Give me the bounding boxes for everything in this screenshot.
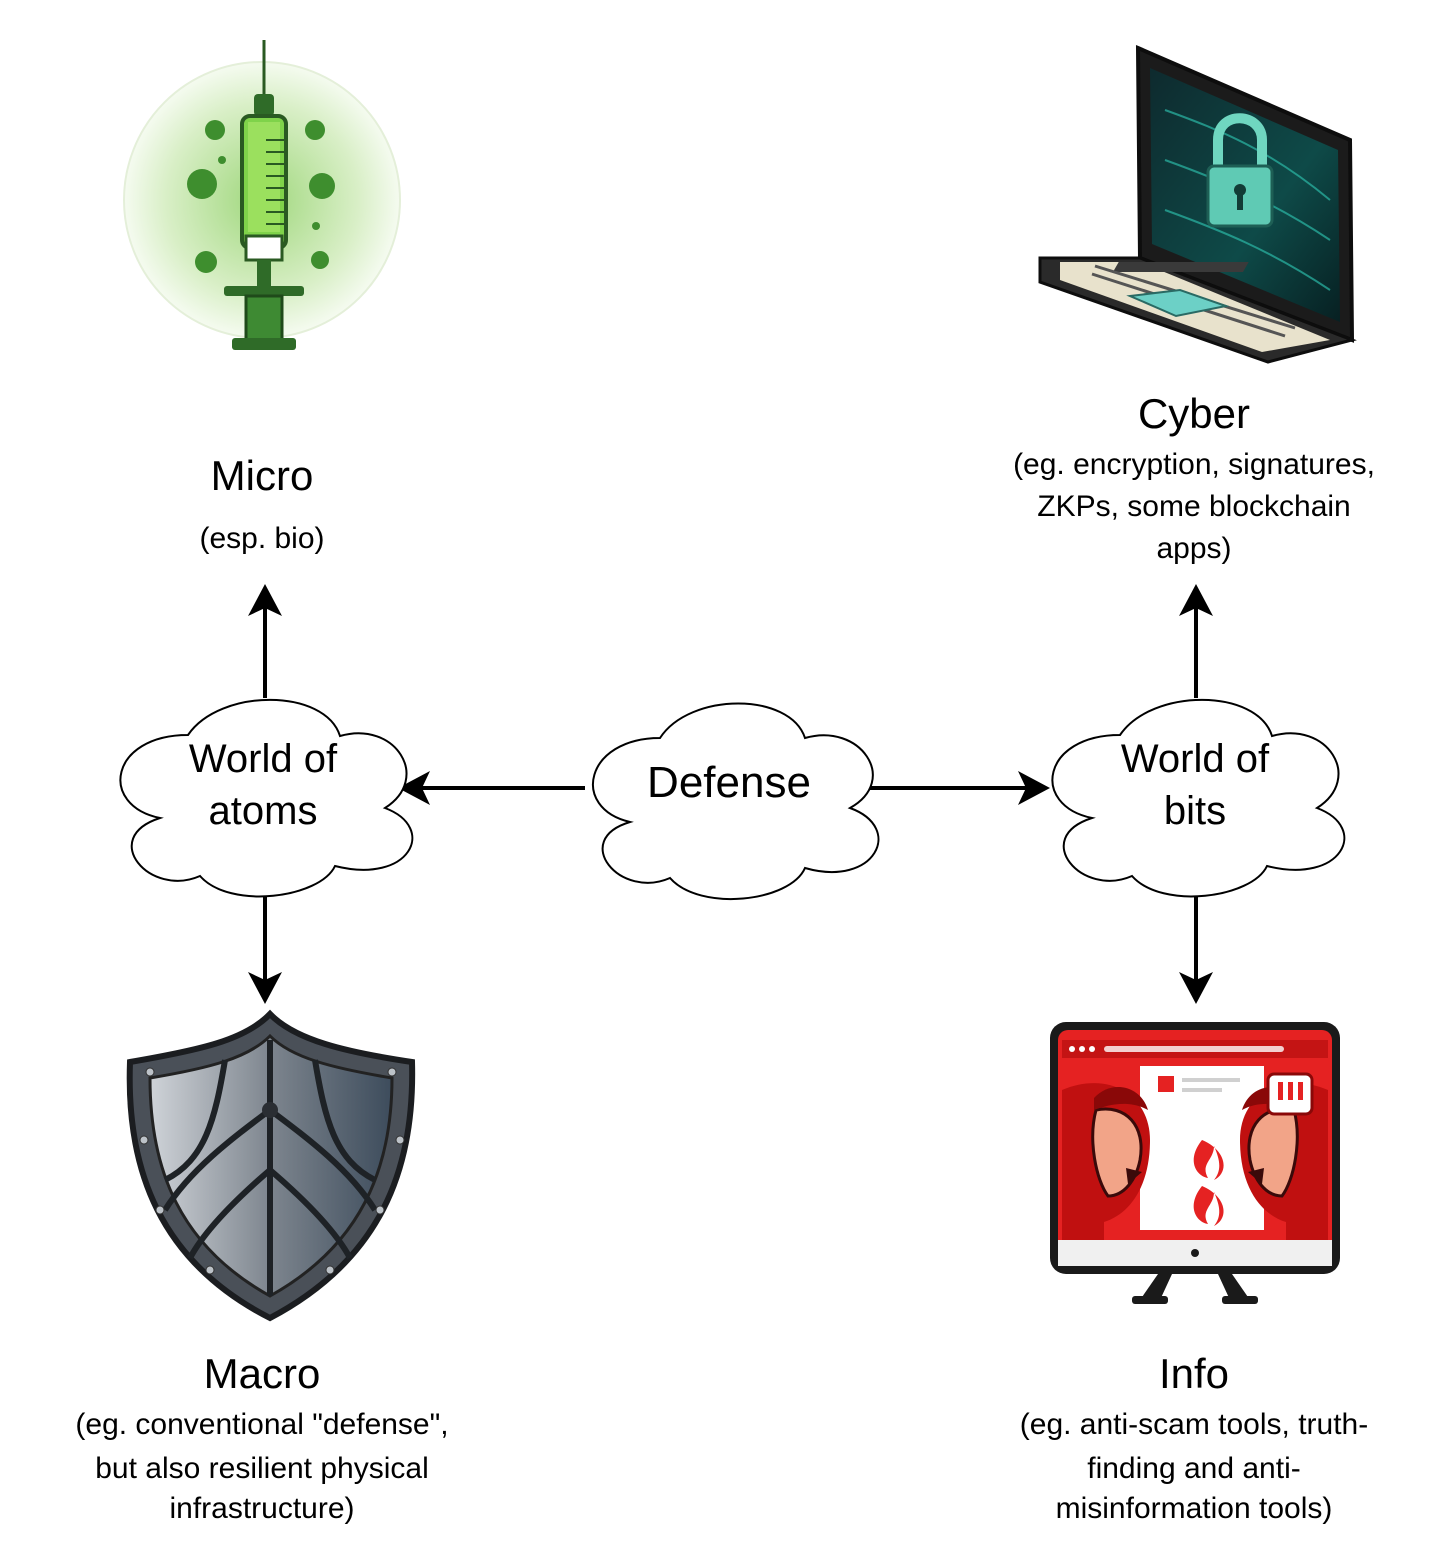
bits-label-line2: bits xyxy=(1164,789,1226,833)
node-info-text: Info (eg. anti-scam tools, truth- findin… xyxy=(1020,1350,1368,1525)
cyber-desc-line1: (eg. encryption, signatures, xyxy=(1013,448,1375,481)
node-macro-text: Macro (eg. conventional "defense", but a… xyxy=(75,1350,448,1525)
arrowhead-info xyxy=(1179,972,1213,1004)
monitor-argument-icon xyxy=(1050,1022,1340,1304)
cloud-bits: World of bits xyxy=(1051,699,1346,898)
bits-label-line1: World of xyxy=(1121,737,1270,781)
macro-desc-line1: (eg. conventional "defense", xyxy=(75,1408,448,1441)
cyber-desc-line2: ZKPs, some blockchain xyxy=(1037,490,1350,523)
connectors xyxy=(248,584,1213,1004)
macro-desc-line3: infrastructure) xyxy=(169,1492,354,1525)
laptop-lock-icon xyxy=(1038,44,1357,364)
syringe-icon xyxy=(123,40,401,350)
arrowhead-bits xyxy=(1018,771,1050,805)
arrowhead-atoms xyxy=(398,771,430,805)
atoms-label-line2: atoms xyxy=(209,789,318,833)
arrowhead-micro xyxy=(248,584,282,616)
cloud-defense: Defense xyxy=(592,702,880,901)
micro-title: Micro xyxy=(211,452,314,499)
atoms-label-line1: World of xyxy=(189,737,338,781)
info-desc-line3: misinformation tools) xyxy=(1056,1492,1333,1525)
node-cyber-text: Cyber (eg. encryption, signatures, ZKPs,… xyxy=(1013,390,1375,565)
arrowhead-cyber xyxy=(1179,584,1213,616)
macro-desc-line2: but also resilient physical xyxy=(95,1452,429,1485)
macro-title: Macro xyxy=(204,1350,321,1397)
info-desc-line1: (eg. anti-scam tools, truth- xyxy=(1020,1408,1368,1441)
defense-label: Defense xyxy=(647,758,811,807)
info-desc-line2: finding and anti- xyxy=(1087,1452,1301,1485)
cyber-desc-line3: apps) xyxy=(1156,532,1231,565)
cyber-title: Cyber xyxy=(1138,390,1250,437)
cloud-atoms: World of atoms xyxy=(119,699,414,898)
info-title: Info xyxy=(1159,1350,1229,1397)
node-micro-text: Micro (esp. bio) xyxy=(199,452,324,555)
shield-icon xyxy=(126,1009,416,1322)
arrowhead-macro xyxy=(248,972,282,1004)
micro-desc-line1: (esp. bio) xyxy=(199,522,324,555)
